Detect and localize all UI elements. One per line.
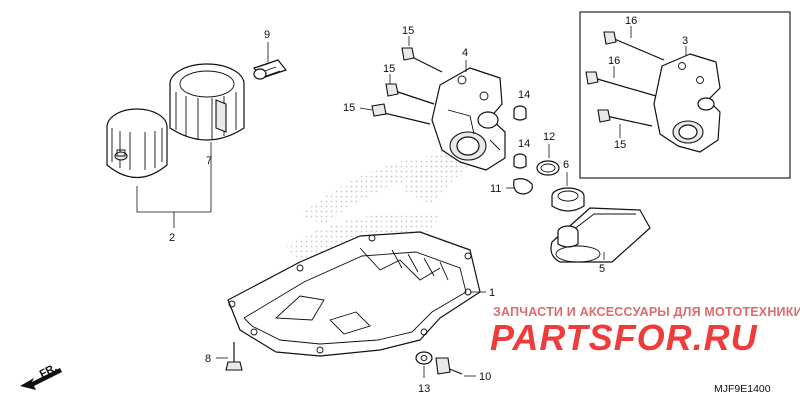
dowel-pin-upper	[513, 105, 527, 121]
watermark-tagline: ЗАПЧАСТИ И АКСЕССУАРЫ ДЛЯ МОТОТЕХНИКИ	[493, 305, 800, 319]
bolt-16-middle	[585, 71, 657, 97]
dowel-pin-lower	[513, 153, 527, 169]
callout-3: 3	[682, 35, 688, 47]
callout-12: 12	[543, 131, 555, 143]
bolt-8	[225, 342, 243, 371]
threaded-stud	[253, 59, 287, 80]
callout-11: 11	[490, 183, 501, 195]
bolt-15-middle	[385, 83, 435, 105]
callout-5: 5	[599, 263, 605, 275]
oil-seal-6	[551, 187, 585, 212]
callout-2: 2	[169, 232, 175, 244]
callout-15c: 15	[343, 102, 355, 114]
washer-13	[415, 351, 433, 365]
oil-pump-assembly-inset	[653, 53, 721, 153]
oil-filter-outer	[106, 108, 168, 178]
callout-15a: 15	[402, 25, 414, 37]
diagram-code: MJF9E1400	[714, 383, 771, 395]
callout-8: 8	[205, 353, 211, 365]
oil-pump-body	[431, 67, 506, 171]
drain-bolt-10	[435, 357, 463, 375]
front-direction-arrow	[20, 368, 62, 390]
leader-2-bracket	[136, 186, 211, 228]
leader-15c	[359, 107, 373, 111]
callout-6: 6	[563, 159, 569, 171]
callout-9: 9	[264, 29, 270, 41]
callout-16a: 16	[625, 15, 637, 27]
oil-filter-inner	[169, 63, 245, 141]
bolt-15-top	[401, 47, 443, 73]
callout-16b: 16	[608, 55, 620, 67]
callout-14b: 14	[518, 138, 530, 150]
callout-10: 10	[479, 371, 491, 383]
callout-4: 4	[462, 47, 468, 59]
callout-7: 7	[206, 155, 212, 167]
bolt-16-top	[603, 31, 665, 61]
oil-pan	[227, 231, 481, 357]
watermark-brand: PARTSFOR.RU	[490, 317, 758, 358]
callout-15d: 15	[614, 139, 626, 151]
callout-13: 13	[418, 383, 430, 395]
callout-1: 1	[489, 287, 495, 299]
front-direction-label: FR.	[38, 362, 59, 381]
oil-strainer	[550, 207, 651, 263]
bolt-15-lower	[371, 103, 431, 125]
bolt-15-inset	[597, 109, 653, 127]
callout-15b: 15	[383, 63, 395, 75]
gasket-11	[513, 178, 533, 195]
o-ring-12	[536, 160, 560, 176]
inset-frame	[579, 11, 791, 179]
callout-14a: 14	[518, 89, 530, 101]
